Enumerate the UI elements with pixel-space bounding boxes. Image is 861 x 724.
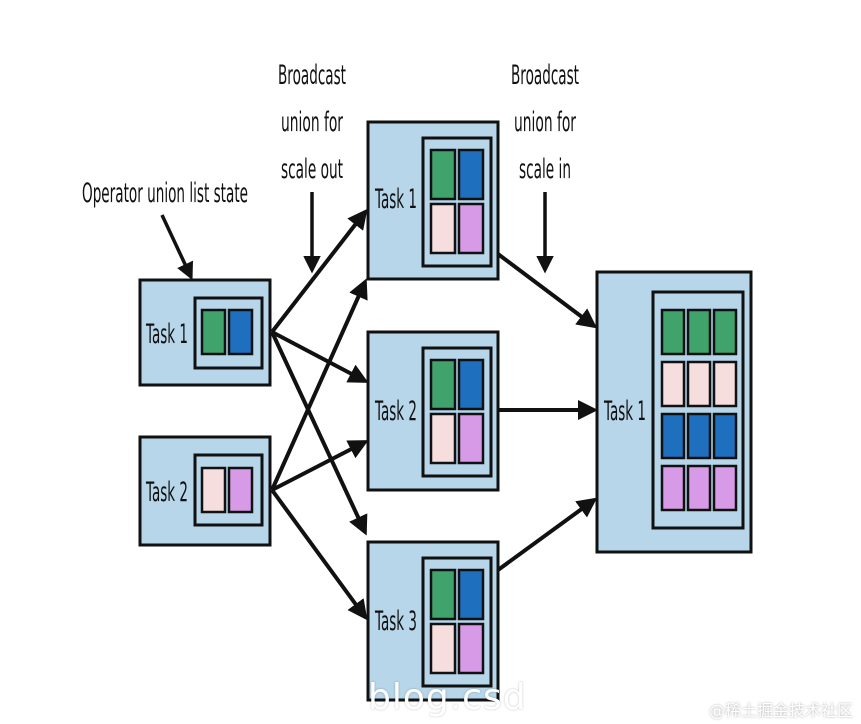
state-cell xyxy=(429,358,457,411)
right-task-1: Task 1 xyxy=(595,270,753,554)
right-state-row-3 xyxy=(660,412,738,460)
state-cell xyxy=(660,308,686,356)
left-task-1: Task 1 xyxy=(138,278,272,387)
middle-task-3-state xyxy=(421,556,493,688)
state-cell xyxy=(712,308,738,356)
middle-task-2-state xyxy=(421,346,493,478)
right-state-row-4 xyxy=(660,464,738,512)
state-cell xyxy=(660,412,686,460)
broadcast-in-line-3: scale in xyxy=(519,154,571,185)
arrow-left1-mid1 xyxy=(270,208,368,334)
arrow-left1-mid2 xyxy=(271,330,369,383)
state-cell xyxy=(227,308,254,356)
state-cell xyxy=(227,466,254,514)
middle-task-1-state xyxy=(421,136,493,268)
middle-task-3-label: Task 3 xyxy=(375,606,417,637)
broadcast-scale-in-label: Broadcast union for scale in xyxy=(511,60,579,185)
arrow-left2-mid3 xyxy=(270,488,368,621)
state-cell xyxy=(200,308,227,356)
state-cell xyxy=(712,464,738,512)
middle-task-1: Task 1 xyxy=(366,120,500,281)
left-task-2: Task 2 xyxy=(138,435,272,547)
right-state-row-1 xyxy=(660,308,738,356)
state-cell xyxy=(429,148,457,201)
state-cell xyxy=(457,148,485,201)
broadcast-out-line-2: union for xyxy=(281,107,343,138)
arrow-left2-mid1 xyxy=(270,278,368,491)
middle-task-1-label: Task 1 xyxy=(375,184,417,215)
right-state-row-2 xyxy=(660,360,738,408)
arrow-mid1-right xyxy=(496,252,598,329)
state-cell xyxy=(457,622,485,675)
scale-in-arrows xyxy=(496,252,598,572)
state-cell xyxy=(660,464,686,512)
state-cell xyxy=(429,622,457,675)
state-cell xyxy=(429,202,457,255)
operator-union-label: Operator union list state xyxy=(82,178,248,209)
state-cell xyxy=(686,412,712,460)
middle-task-2-label: Task 2 xyxy=(375,396,417,427)
right-task-1-label: Task 1 xyxy=(604,396,646,427)
broadcast-out-line-3: scale out xyxy=(281,154,343,185)
arrow-left2-mid2 xyxy=(271,440,369,492)
watermark-footer: blog.csd @稀土掘金技术社区 xyxy=(0,675,861,724)
broadcast-scale-out-label: Broadcast union for scale out xyxy=(278,60,346,185)
state-cell xyxy=(200,466,227,514)
middle-task-3: Task 3 xyxy=(366,540,500,702)
credit-watermark: @稀土掘金技术社区 xyxy=(708,701,853,720)
scale-out-arrows xyxy=(270,208,369,621)
right-task-1-state xyxy=(651,290,745,530)
state-cell xyxy=(686,464,712,512)
left-task-1-label: Task 1 xyxy=(146,319,188,350)
left-task-2-label: Task 2 xyxy=(146,477,188,508)
state-cell xyxy=(457,358,485,411)
state-cell xyxy=(686,360,712,408)
arrow-left1-mid3 xyxy=(270,331,368,536)
left-task-1-state xyxy=(193,296,264,370)
state-cell xyxy=(429,412,457,465)
state-cell xyxy=(712,412,738,460)
state-cell xyxy=(712,360,738,408)
state-cell xyxy=(457,412,485,465)
broadcast-in-line-2: union for xyxy=(514,107,576,138)
broadcast-out-line-1: Broadcast xyxy=(278,60,346,91)
operator-pointer-arrow xyxy=(160,214,193,281)
middle-task-2: Task 2 xyxy=(366,330,500,492)
state-cell xyxy=(429,568,457,621)
blog-watermark: blog.csd xyxy=(368,677,527,718)
left-task-2-state xyxy=(193,453,264,527)
state-cell xyxy=(660,360,686,408)
broadcast-in-line-1: Broadcast xyxy=(511,60,579,91)
arrow-mid3-right xyxy=(496,497,598,572)
state-cell xyxy=(457,568,485,621)
state-cell xyxy=(457,202,485,255)
state-cell xyxy=(686,308,712,356)
